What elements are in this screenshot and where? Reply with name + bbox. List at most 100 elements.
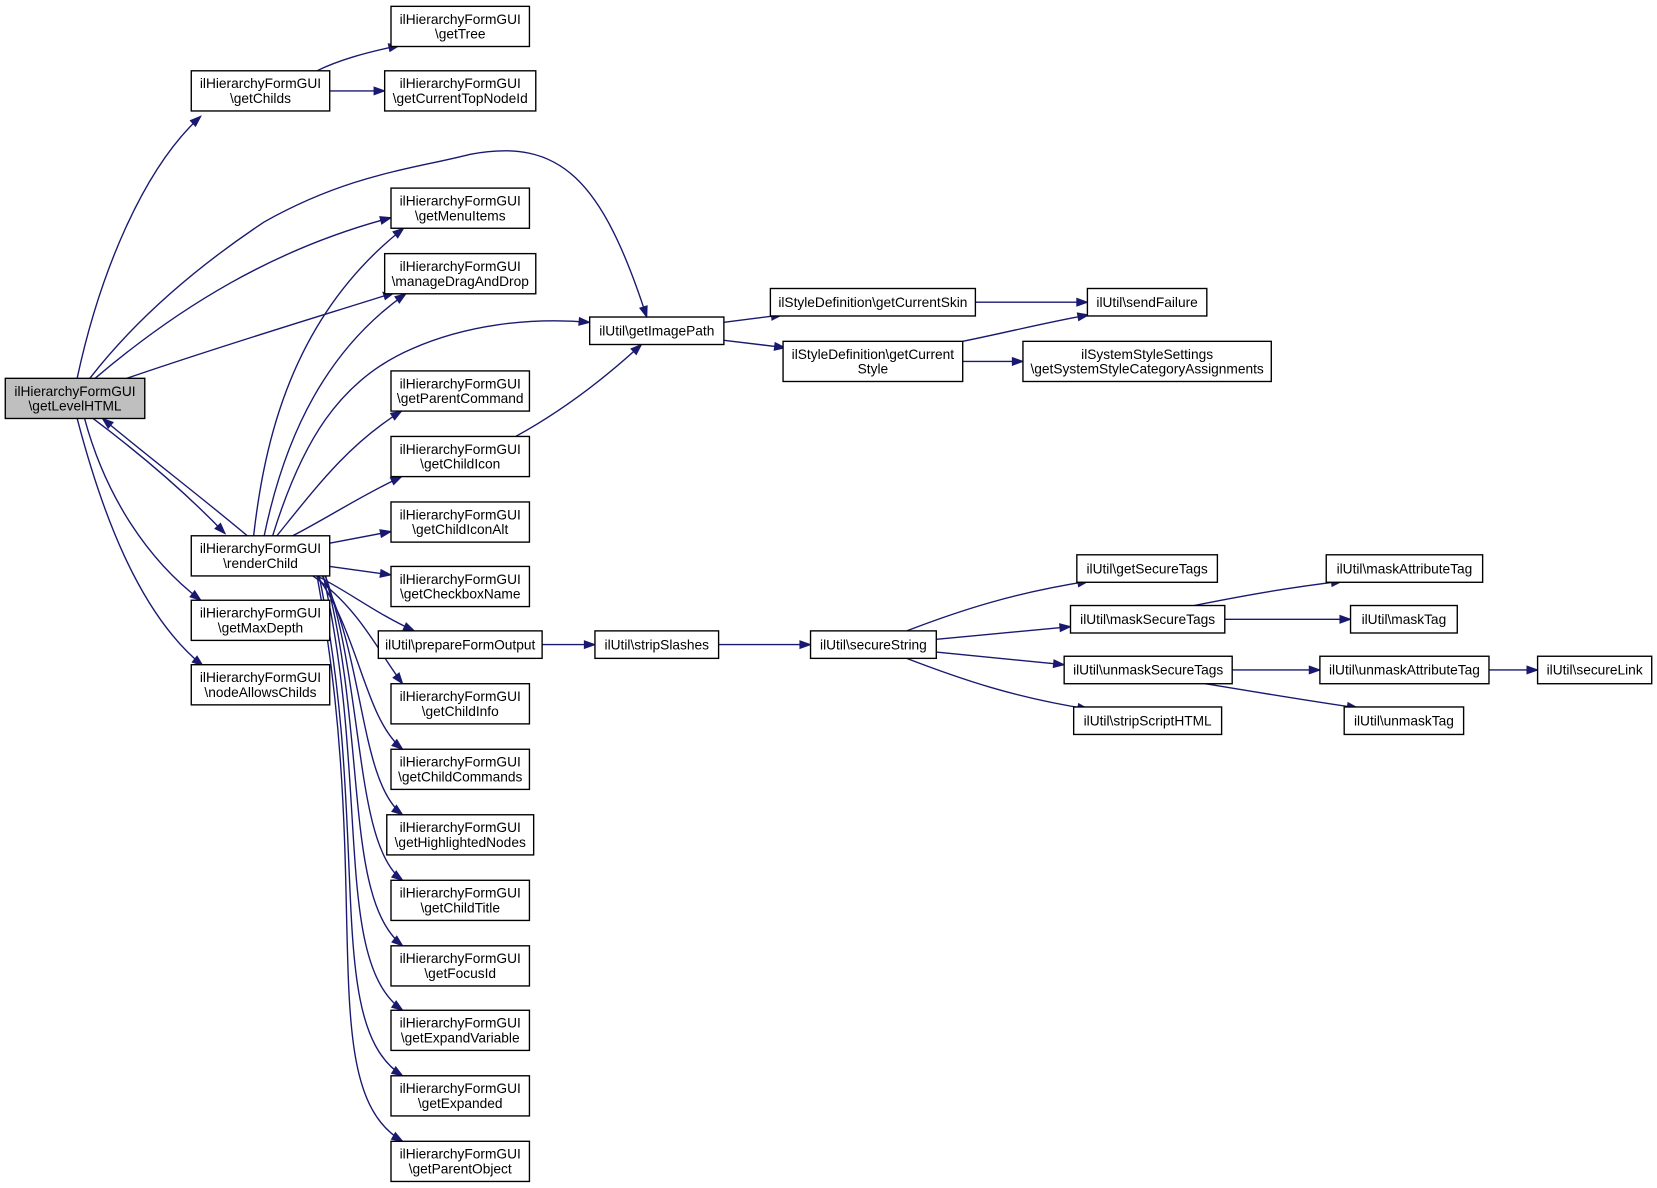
node-box [190, 535, 331, 577]
node-getLevelHTML[interactable]: ilHierarchyFormGUI\getLevelHTML [4, 377, 146, 420]
call-edge-secureString-to-maskSecureTags [936, 623, 1073, 641]
node-label-line: \renderChild [223, 556, 298, 571]
node-sendFailure[interactable]: ilUtil\sendFailure [1086, 287, 1208, 317]
node-box [1343, 706, 1465, 736]
node-prepareFormOutput[interactable]: ilUtil\prepareFormOutput [377, 630, 543, 660]
call-edge-getChilds-to-getCurrentTopNodeId [329, 86, 387, 96]
node-box [390, 1075, 531, 1117]
node-getMaxDepth[interactable]: ilHierarchyFormGUI\getMaxDepth [190, 599, 331, 642]
call-edge-getLevelHTML-to-renderChild [92, 417, 227, 535]
node-getExpandVariable[interactable]: ilHierarchyFormGUI\getExpandVariable [390, 1009, 531, 1052]
node-maskAttributeTag[interactable]: ilUtil\maskAttributeTag [1325, 554, 1484, 583]
node-box [190, 664, 331, 706]
node-getChildInfo[interactable]: ilHierarchyFormGUI\getChildInfo [390, 683, 531, 725]
call-edge-renderChild-to-getFocusId [324, 575, 404, 947]
node-getChildIconAlt[interactable]: ilHierarchyFormGUI\getChildIconAlt [390, 501, 531, 543]
node-getCurrentSkin[interactable]: ilStyleDefinition\getCurrentSkin [769, 287, 977, 317]
node-unmaskSecureTags[interactable]: ilUtil\unmaskSecureTags [1063, 655, 1233, 685]
node-label-line: ilUtil\maskTag [1362, 612, 1447, 627]
node-label-line: \getChildCommands [398, 769, 522, 784]
node-label-line: \getFocusId [424, 966, 496, 981]
node-label-line: ilUtil\maskAttributeTag [1337, 561, 1473, 576]
node-maskSecureTags[interactable]: ilUtil\maskSecureTags [1069, 604, 1226, 634]
node-label-line: ilHierarchyFormGUI [400, 376, 521, 391]
node-getParentCommand[interactable]: ilHierarchyFormGUI\getParentCommand [390, 370, 531, 412]
call-edge-renderChild-to-getChildIconAlt [329, 529, 393, 544]
call-edge-getLevelHTML-to-getMaxDepth [83, 418, 203, 602]
node-getSecureTags[interactable]: ilUtil\getSecureTags [1076, 554, 1219, 583]
call-edge-unmaskSecureTags-to-unmaskTag [1204, 683, 1360, 711]
node-getParentObject[interactable]: ilHierarchyFormGUI\getParentObject [390, 1140, 531, 1183]
node-box [769, 287, 977, 317]
node-secureLink[interactable]: ilUtil\secureLink [1536, 655, 1653, 685]
node-label-line: ilHierarchyFormGUI [400, 76, 521, 91]
node-label-line: ilUtil\maskSecureTags [1080, 612, 1215, 627]
call-edge-renderChild-to-manageDragAndDrop [263, 292, 408, 536]
node-box [782, 340, 964, 383]
node-box [1349, 604, 1458, 634]
node-secureString[interactable]: ilUtil\secureString [809, 630, 937, 660]
node-label-line: \nodeAllowsChilds [204, 685, 316, 700]
node-stripScriptHTML[interactable]: ilUtil\stripScriptHTML [1072, 706, 1223, 736]
call-edge-getLevelHTML-to-nodeAllowsChilds [76, 418, 205, 667]
call-edge-getCurrentSkin-to-sendFailure [975, 297, 1089, 307]
call-edge-unmaskSecureTags-to-unmaskAttributeTag [1232, 665, 1322, 675]
node-getSystemStyleCategoryAssignments[interactable]: ilSystemStyleSettings\getSystemStyleCate… [1022, 340, 1272, 383]
node-label-line: ilHierarchyFormGUI [400, 951, 521, 966]
node-renderChild[interactable]: ilHierarchyFormGUI\renderChild [190, 535, 331, 577]
node-label-line: \getChildTitle [420, 901, 500, 916]
function-nodes: ilHierarchyFormGUI\getLevelHTMLilHierarc… [4, 5, 1653, 1183]
call-edge-secureString-to-getSecureTags [906, 578, 1091, 632]
node-label-line: ilUtil\unmaskSecureTags [1073, 663, 1223, 678]
node-label-line: ilHierarchyFormGUI [400, 1016, 521, 1031]
node-box [390, 945, 531, 987]
node-getHighlightedNodes[interactable]: ilHierarchyFormGUI\getHighlightedNodes [386, 814, 535, 856]
node-unmaskTag[interactable]: ilUtil\unmaskTag [1343, 706, 1465, 736]
node-getCurrentTopNodeId[interactable]: ilHierarchyFormGUI\getCurrentTopNodeId [383, 70, 537, 112]
node-getChildCommands[interactable]: ilHierarchyFormGUI\getChildCommands [390, 748, 531, 791]
node-label-line: Style [858, 362, 889, 377]
call-edge-secureString-to-stripScriptHTML [906, 657, 1091, 712]
node-label-line: ilSystemStyleSettings [1081, 347, 1213, 362]
call-edges [76, 43, 1540, 1143]
node-label-line: \getCheckboxName [400, 587, 521, 602]
node-box [1022, 340, 1272, 383]
node-box [1536, 655, 1653, 685]
call-edge-getLevelHTML-to-getChilds [76, 115, 202, 379]
node-unmaskAttributeTag[interactable]: ilUtil\unmaskAttributeTag [1319, 655, 1490, 685]
node-label-line: ilUtil\getImagePath [599, 324, 714, 339]
node-label-line: ilUtil\getSecureTags [1086, 561, 1207, 576]
node-maskTag[interactable]: ilUtil\maskTag [1349, 604, 1458, 634]
node-getImagePath[interactable]: ilUtil\getImagePath [588, 316, 725, 346]
node-label-line: ilHierarchyFormGUI [400, 442, 521, 457]
node-box [390, 683, 531, 725]
node-label-line: ilUtil\stripScriptHTML [1084, 713, 1212, 728]
node-label-line: ilUtil\unmaskAttributeTag [1329, 663, 1480, 678]
call-edge-secureString-to-unmaskSecureTags [936, 651, 1066, 669]
call-edge-getCurrentStyle-to-getSystemStyleCategoryAssignments [962, 356, 1025, 366]
node-getFocusId[interactable]: ilHierarchyFormGUI\getFocusId [390, 945, 531, 987]
node-stripSlashes[interactable]: ilUtil\stripSlashes [594, 630, 720, 660]
call-edge-getImagePath-to-getCurrentStyle [723, 339, 787, 351]
node-manageDragAndDrop[interactable]: ilHierarchyFormGUI\manageDragAndDrop [383, 252, 537, 295]
node-getChildIcon[interactable]: ilHierarchyFormGUI\getChildIcon [390, 435, 531, 478]
node-box [594, 630, 720, 660]
node-label-line: \getExpandVariable [401, 1030, 520, 1045]
node-getMenuItems[interactable]: ilHierarchyFormGUI\getMenuItems [390, 187, 531, 229]
node-label-line: \getLevelHTML [29, 399, 122, 414]
node-nodeAllowsChilds[interactable]: ilHierarchyFormGUI\nodeAllowsChilds [190, 664, 331, 706]
node-box [1076, 554, 1219, 583]
node-box [190, 599, 331, 642]
node-label-line: ilHierarchyFormGUI [400, 507, 521, 522]
node-getCheckboxName[interactable]: ilHierarchyFormGUI\getCheckboxName [390, 565, 531, 608]
node-getChildTitle[interactable]: ilHierarchyFormGUI\getChildTitle [390, 879, 531, 922]
node-getChilds[interactable]: ilHierarchyFormGUI\getChilds [190, 70, 331, 112]
node-box [190, 70, 331, 112]
node-getExpanded[interactable]: ilHierarchyFormGUI\getExpanded [390, 1075, 531, 1117]
call-edge-getLevelHTML-to-getMenuItems [94, 216, 393, 379]
node-box [1086, 287, 1208, 317]
node-getTree[interactable]: ilHierarchyFormGUI\getTree [390, 5, 531, 48]
call-edge-renderChild-to-getLevelHTML [101, 417, 248, 537]
node-label-line: \getChildIconAlt [412, 522, 508, 537]
